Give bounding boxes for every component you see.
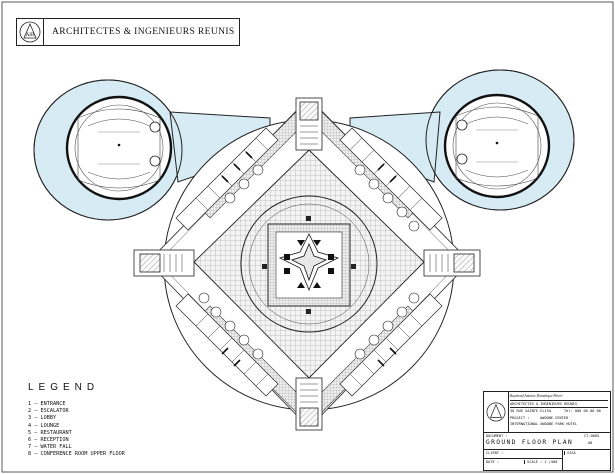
title-block-firm: ARCHITECTES & INGENIEURS REUNIS: [510, 400, 608, 409]
planters: [262, 216, 356, 314]
legend-item: 7 – WATER FALL: [28, 444, 72, 451]
right-rotunda: [349, 69, 575, 211]
title-block-document-label: DOCUMENT :: [486, 434, 508, 438]
legend-item: 6 – RECEPTION: [28, 437, 69, 444]
title-block-revision: 00: [588, 441, 593, 445]
entrance-west: [133, 249, 195, 277]
legend-item: 4 – LOUNGE: [28, 422, 60, 429]
title-block-address: 30 RUE SAINTE ELISA: [510, 409, 552, 413]
entrance-south: [295, 377, 323, 431]
title-block: Raymond Antoine Dominique Pierre ARCHITE…: [483, 391, 611, 471]
legend-item: 8 – CONFERENCE ROOM UPPER FLOOR: [28, 451, 125, 458]
title-block-logo-icon: [484, 392, 509, 432]
legend-title: LEGEND: [28, 382, 100, 393]
atrium-star: [278, 233, 340, 292]
title-block-firm-script: Raymond Antoine Dominique Pierre: [510, 394, 563, 398]
title-block-scale: SCALE : 1 /400: [524, 460, 565, 465]
firm-name: ARCHITECTES & INGENIEURS REUNIS: [52, 27, 235, 37]
entrance-east: [423, 249, 481, 277]
title-block-project-line2: INTERNATIONAL AWOONE PARK HOTEL: [510, 422, 578, 426]
title-block-client-label: CLIENT :: [486, 451, 504, 455]
title-block-project-line1: AWOONE CENTER: [540, 416, 569, 420]
left-rotunda: [33, 79, 271, 221]
title-block-project-label: PROJECT :: [510, 416, 530, 420]
atrium-pieces: [284, 240, 334, 288]
columns: [221, 151, 397, 367]
legend-item: 3 – LOBBY: [28, 415, 57, 422]
firm-header: AIR ARCHITECTES & INGENIEURS REUNIS: [16, 18, 240, 46]
legend: LEGEND 1 – ENTRANCE 2 – ESCALATOR 3 – LO…: [28, 382, 228, 459]
title-block-date-label: DATE :: [486, 460, 499, 464]
legend-item: 1 – ENTRANCE: [28, 401, 66, 407]
title-block-drawing-no: CT-0005: [584, 434, 600, 438]
wing-round-tables: [198, 164, 420, 360]
svg-text:AIR: AIR: [26, 33, 35, 38]
ground-floor-plan: [33, 69, 575, 431]
air-logo-icon: AIR: [17, 19, 44, 45]
legend-item: 5 – RESTAURANT: [28, 429, 72, 436]
title-block-tel: Tel: 000 00 00 00: [564, 409, 601, 413]
wing-rooms: [175, 127, 443, 397]
title-block-visa: VISA: [564, 451, 608, 456]
legend-item: 2 – ESCALATOR: [28, 408, 69, 415]
title-block-document: GROUND FLOOR PLAN: [486, 439, 574, 446]
entrance-north: [295, 97, 323, 151]
